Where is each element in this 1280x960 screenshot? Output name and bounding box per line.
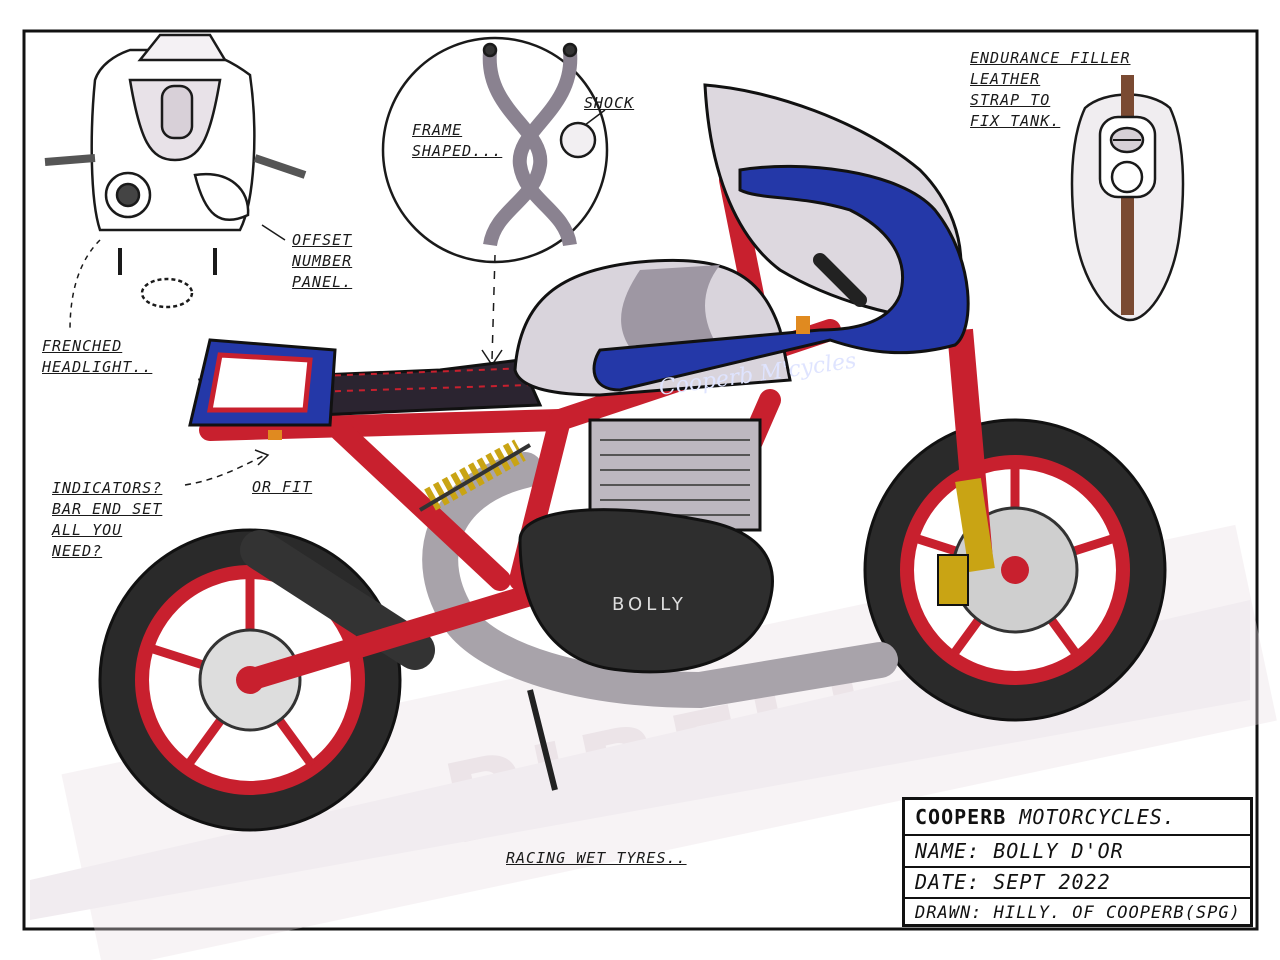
note-racing-wet-tyres: RACING WET TYRES.. xyxy=(506,849,687,867)
engine: BOLLY xyxy=(518,418,774,674)
note-frame-shaped: FRAME SHAPED... xyxy=(412,121,503,160)
company-name-rest: MOTORCYCLES. xyxy=(1019,805,1176,829)
title-block-company: COOPERB MOTORCYCLES. xyxy=(905,800,1250,834)
fairing: Cooperb M'cycles xyxy=(592,83,970,401)
fork-lower xyxy=(955,478,995,572)
note-shock: SHOCK xyxy=(584,94,635,112)
motorcycle-illustration: BOLLY Cooperb M'cycles xyxy=(98,83,1167,832)
rear-shock xyxy=(418,439,532,512)
clip-on-bar xyxy=(813,253,867,307)
note-or-fit: OR FIT xyxy=(252,478,313,496)
rear-indicator xyxy=(268,430,282,440)
note-frenched-headlight: FRENCHED HEADLIGHT.. xyxy=(42,337,153,376)
title-block-drawn: DRAWN: HILLY. OF COOPERB(SPG) xyxy=(905,897,1250,927)
tank-strap-sketch xyxy=(1070,75,1185,322)
title-block-name: NAME: BOLLY D'OR xyxy=(905,834,1250,866)
front-view-sketch xyxy=(44,33,307,331)
engine-cover-text: BOLLY xyxy=(612,594,687,615)
note-indicators: INDICATORS? BAR END SET ALL YOU NEED? xyxy=(52,479,163,560)
note-offset-number-panel: OFFSET NUMBER PANEL. xyxy=(292,231,353,291)
frame-detail-sketch xyxy=(381,36,609,367)
front-wheel xyxy=(863,418,1167,722)
side-stand xyxy=(527,689,558,791)
note-endurance-filler: ENDURANCE FILLER LEATHER STRAP TO FIX TA… xyxy=(970,49,1131,130)
annotation-arrows xyxy=(184,449,270,486)
title-block-date: DATE: SEPT 2022 xyxy=(905,866,1250,897)
bar-end-indicator xyxy=(796,316,810,334)
number-board xyxy=(207,352,313,413)
brake-caliper xyxy=(937,554,969,606)
title-block: COOPERB MOTORCYCLES. NAME: BOLLY D'OR DA… xyxy=(902,797,1253,927)
company-name-bold: COOPERB xyxy=(915,805,1007,829)
